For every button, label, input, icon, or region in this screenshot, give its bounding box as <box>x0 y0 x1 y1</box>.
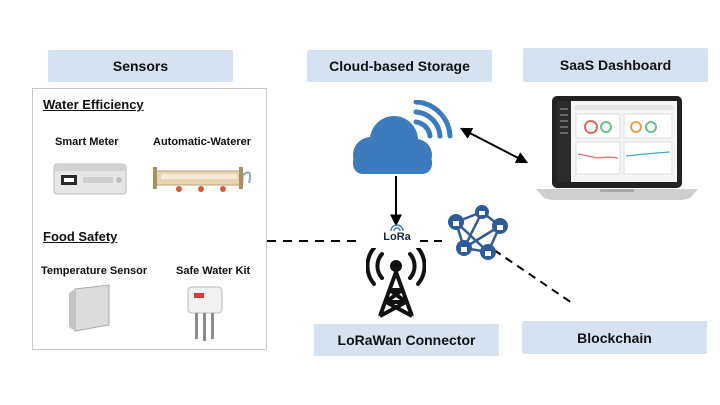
lora-logo-text: LoRa <box>383 231 411 243</box>
safe-water-kit-label: Safe Water Kit <box>176 265 251 277</box>
automatic-waterer-label: Automatic-Waterer <box>153 136 251 148</box>
lorawan-connector-label: LoRaWan Connector <box>314 324 499 356</box>
food-safety-title: Food Safety <box>43 229 118 244</box>
blockchain-label: Blockchain <box>522 321 707 354</box>
sensors-label: Sensors <box>48 50 233 82</box>
temperature-sensor-image <box>65 283 117 335</box>
saas-dashboard-label: SaaS Dashboard <box>523 48 708 82</box>
automatic-waterer-image <box>151 163 255 199</box>
cloud-icon <box>346 100 466 180</box>
lora-logo: LoRa <box>380 224 414 243</box>
radio-tower-icon <box>366 248 426 318</box>
water-efficiency-title: Water Efficiency <box>43 97 144 112</box>
blockchain-network-icon <box>444 204 510 266</box>
cloud-storage-label: Cloud-based Storage <box>307 50 492 82</box>
temperature-sensor-label: Temperature Sensor <box>41 265 148 277</box>
smart-meter-label: Smart Meter <box>55 136 119 148</box>
sensors-panel: Water Efficiency Smart Meter Automatic-W… <box>32 88 267 350</box>
smart-meter-image <box>51 161 129 197</box>
safe-water-kit-image <box>183 285 227 343</box>
dashboard-laptop-image <box>536 94 698 202</box>
